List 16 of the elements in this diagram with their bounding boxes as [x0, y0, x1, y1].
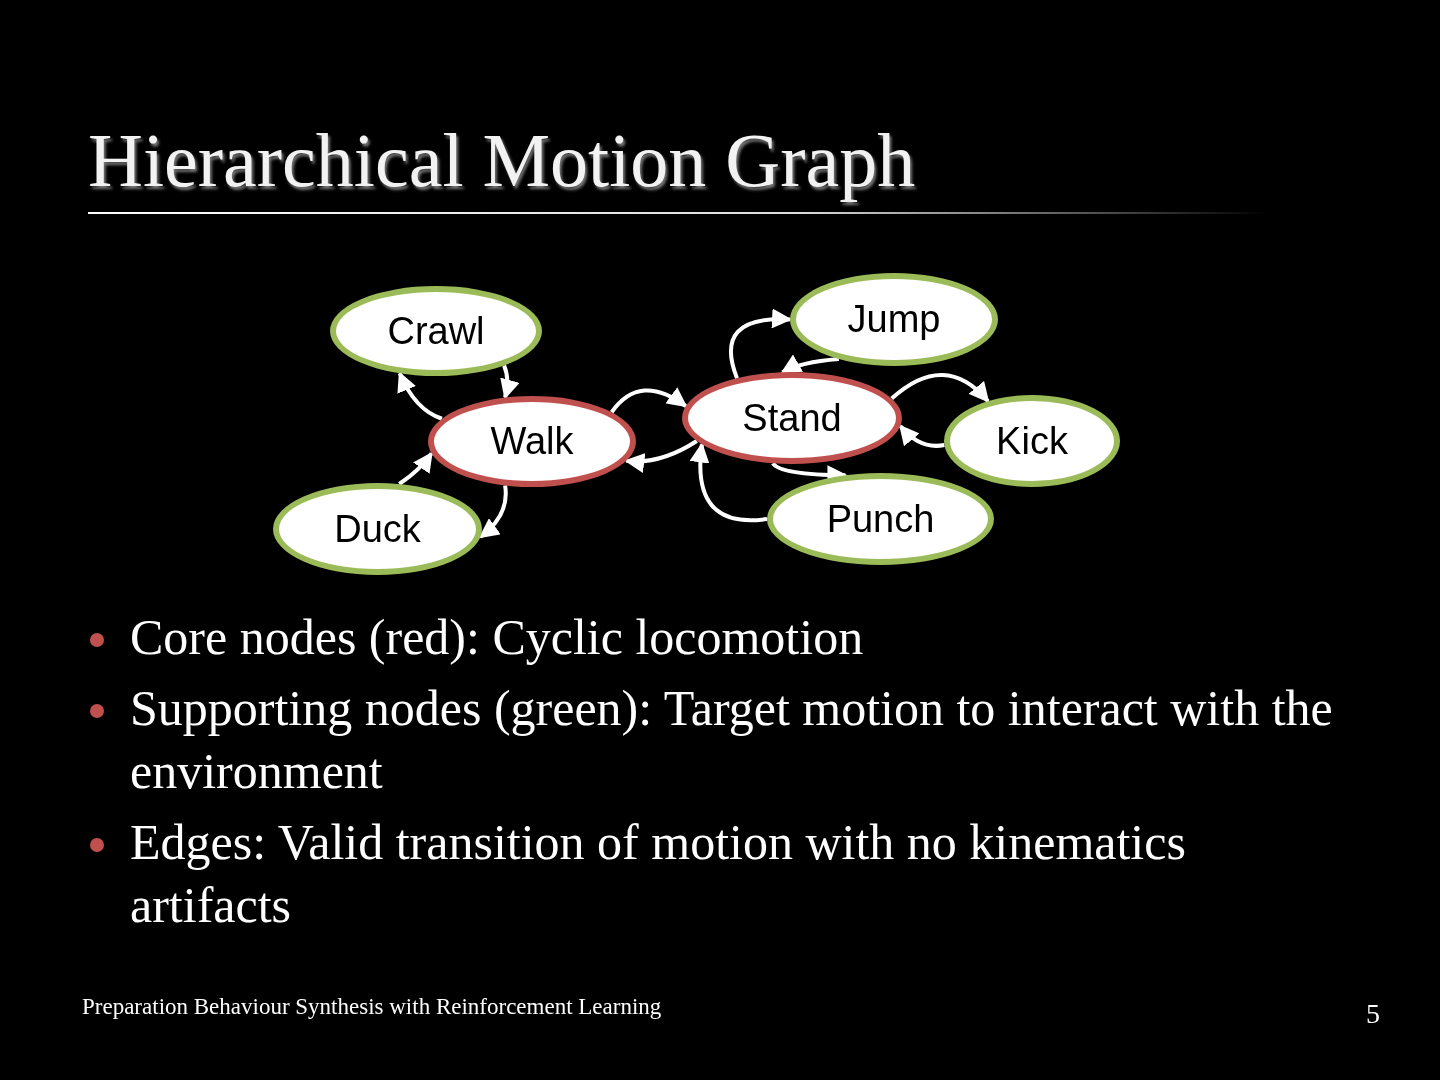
node-label: Duck — [334, 507, 421, 551]
bullet-text: Supporting nodes (green): Target motion to interact with the environment — [130, 680, 1333, 799]
node-label: Crawl — [387, 309, 485, 353]
arrow — [398, 451, 434, 486]
arrow — [898, 424, 945, 448]
node-label: Stand — [742, 396, 842, 440]
bullet-text: Core nodes (red): Cyclic locomotion — [130, 609, 864, 665]
node-label: Punch — [826, 497, 935, 541]
slide-title: Hierarchical Motion Graph — [88, 117, 916, 204]
footer-text: Preparation Behaviour Synthesis with Reinforcement Learning — [82, 994, 662, 1020]
node-label: Kick — [996, 419, 1068, 463]
node-label: Walk — [490, 420, 574, 463]
page-number: 5 — [1366, 998, 1380, 1030]
arrow — [690, 442, 768, 523]
node-label: Jump — [847, 298, 941, 341]
bullet-text: Edges: Valid transition of motion with no kinematics artifacts — [130, 814, 1186, 933]
